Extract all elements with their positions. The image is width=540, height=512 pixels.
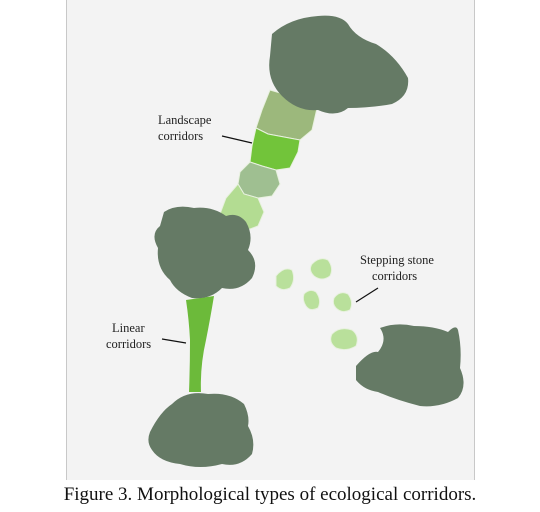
stepping-label-line2: corridors xyxy=(372,269,417,283)
landscape-corridor-segment-3 xyxy=(237,161,281,199)
linear-corridor xyxy=(186,296,214,392)
stepping-stone-5 xyxy=(330,328,358,351)
stepping-stone-4 xyxy=(332,292,353,313)
stepping-stone-3 xyxy=(302,289,321,311)
stepping-stone-1 xyxy=(275,268,295,291)
habitat-patch-top xyxy=(269,15,409,114)
linear-label-line1: Linear xyxy=(112,321,145,335)
landscape-corridor-segment-2 xyxy=(249,127,301,171)
stepping-label-line1: Stepping stone xyxy=(360,253,434,267)
landscape-label-line1: Landscape xyxy=(158,113,212,127)
linear-label-line2: corridors xyxy=(106,337,151,351)
figure-caption: Figure 3. Morphological types of ecologi… xyxy=(63,484,477,505)
habitat-patch-middle xyxy=(154,206,256,299)
habitat-patch-bottom xyxy=(148,393,254,467)
stepping-stone-2 xyxy=(309,258,333,280)
habitat-patch-right xyxy=(356,324,464,407)
linear-leader-line xyxy=(161,338,187,344)
stepping-leader-line xyxy=(355,287,379,303)
landscape-label-line2: corridors xyxy=(158,129,203,143)
landscape-leader-line xyxy=(221,135,253,144)
